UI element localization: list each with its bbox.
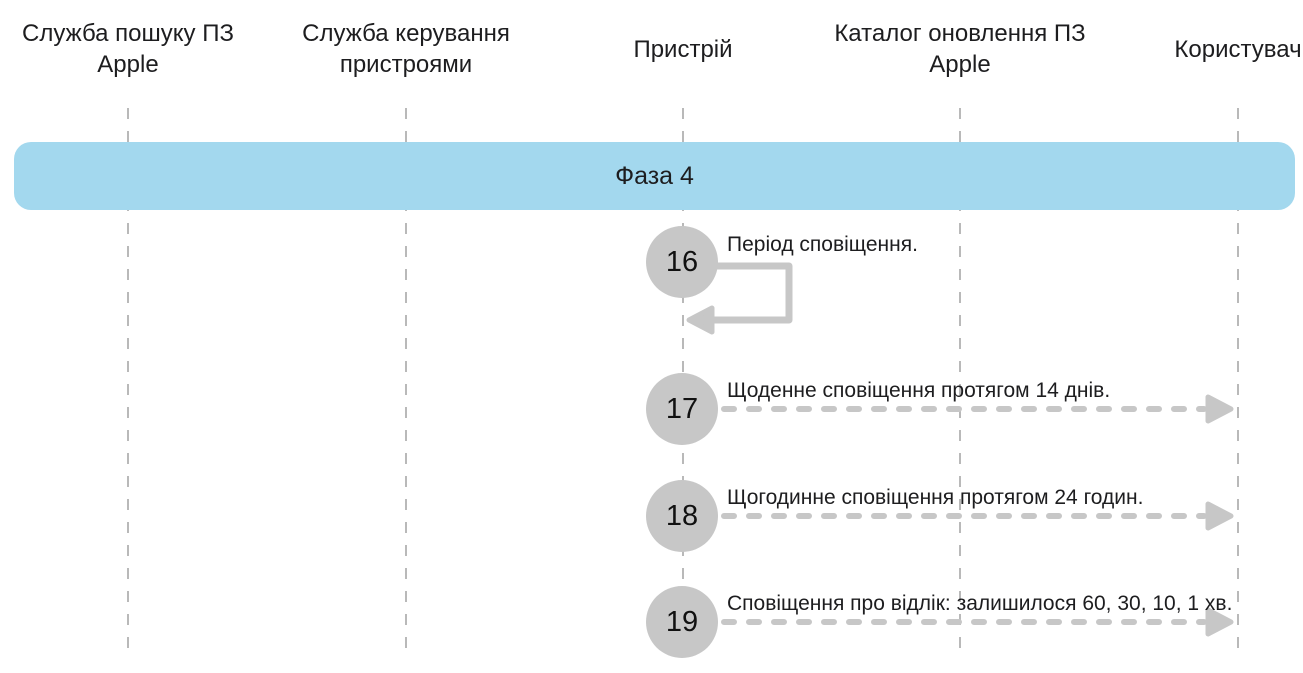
- step-label-17: Щоденне сповіщення протягом 14 днів.: [727, 379, 1111, 402]
- lifeline-apple-software-lookup-service: [127, 108, 129, 656]
- step-label-19: Сповіщення про відлік: залишилося 60, 30…: [727, 592, 1233, 615]
- step-number-17: 17: [665, 392, 699, 425]
- dashed-arrow-step-17: [721, 394, 1234, 424]
- actor-header-apple-software-update-catalog: Каталог оновлення ПЗ Apple: [834, 20, 1086, 78]
- lifeline-apple-software-update-catalog: [959, 108, 961, 656]
- step-number-16: 16: [665, 245, 699, 278]
- actor-header-device: Пристрій: [633, 35, 733, 63]
- step-label-16: Період сповіщення.: [727, 233, 918, 256]
- dashed-arrow-step-19: [721, 607, 1234, 637]
- dashed-arrow-step-18: [721, 501, 1234, 531]
- lifeline-device-management-service: [405, 108, 407, 656]
- phase-banner: Фаза 4: [14, 142, 1295, 210]
- step-circle-18: 18: [646, 480, 718, 552]
- actor-header-device-management-service: Служба керування пристроями: [302, 20, 510, 78]
- step-circle-19: 19: [646, 586, 718, 658]
- lifeline-user: [1237, 108, 1239, 656]
- self-loop-arrow-step-16: [686, 262, 793, 335]
- step-number-18: 18: [665, 499, 699, 532]
- actor-header-user: Користувач: [1174, 35, 1302, 63]
- step-number-19: 19: [665, 605, 699, 638]
- step-circle-17: 17: [646, 373, 718, 445]
- actor-header-apple-software-lookup-service: Служба пошуку ПЗ Apple: [22, 20, 234, 78]
- step-circle-16: 16: [646, 226, 718, 298]
- step-label-18: Щогодинне сповіщення протягом 24 годин.: [727, 486, 1144, 509]
